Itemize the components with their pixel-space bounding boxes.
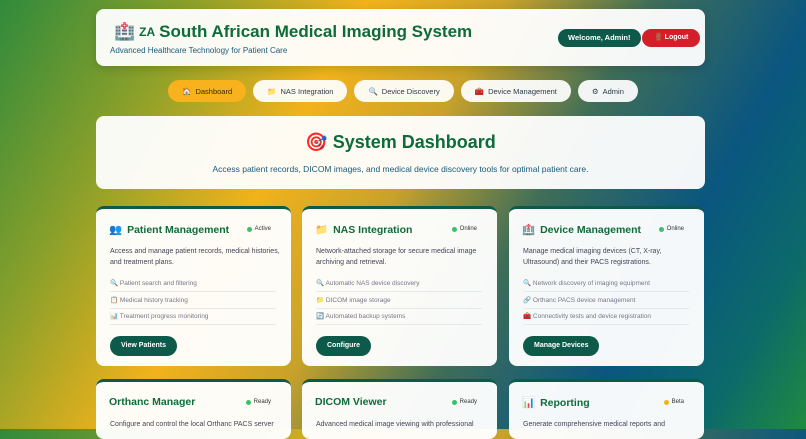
za-flag: ZA bbox=[139, 25, 156, 39]
feature-icon: 🔗 bbox=[523, 296, 532, 304]
tab-nas-integration[interactable]: 📁NAS Integration bbox=[253, 80, 348, 102]
feature-item: 🔍 Patient search and filtering bbox=[110, 276, 276, 292]
feature-icon: 🔍 bbox=[110, 280, 119, 287]
status-dot bbox=[245, 399, 251, 405]
tab-icon: 🏠 bbox=[182, 86, 192, 96]
tab-device-management[interactable]: 🧰Device Management bbox=[460, 80, 571, 102]
tab-icon: 📁 bbox=[267, 86, 277, 96]
status-badge: Online bbox=[451, 226, 477, 232]
main-nav: 🏠Dashboard 📁NAS Integration 🔍Device Discov… bbox=[0, 80, 806, 102]
card-description: Access and manage patient records, medic… bbox=[110, 248, 280, 266]
card-title: 👥Patient Management bbox=[109, 223, 230, 237]
card-icon: 📊 bbox=[522, 397, 536, 409]
card-icon: 🏥 bbox=[522, 224, 536, 236]
status-badge: Ready bbox=[451, 399, 477, 405]
card-device-management: 🏥Device Management Online Manage medical… bbox=[509, 206, 704, 366]
status-badge: Online bbox=[658, 226, 684, 232]
feature-icon: 🧰 bbox=[523, 313, 532, 320]
status-dot bbox=[663, 399, 669, 405]
target-icon: 🎯 bbox=[305, 132, 328, 152]
feature-item: 📊 Treatment progress monitoring bbox=[110, 309, 276, 325]
card-title: 🏥Device Management bbox=[522, 223, 642, 237]
app-header: 🏥 ZA South African Medical Imaging Syste… bbox=[96, 9, 705, 66]
feature-item: 🔍 Network discovery of imaging equipment bbox=[523, 276, 689, 292]
app-subtitle: Advanced Healthcare Technology for Patie… bbox=[110, 46, 288, 55]
status-dot bbox=[658, 226, 664, 232]
card-description: Network-attached storage for secure medi… bbox=[316, 248, 477, 266]
hospital-icon: 🏥 bbox=[114, 22, 136, 41]
status-dot bbox=[451, 399, 457, 405]
feature-item: 🧰 Connectivity tests and device registra… bbox=[523, 309, 689, 325]
feature-icon: 📁 bbox=[316, 296, 325, 304]
dashboard-hero: 🎯 System Dashboard Access patient record… bbox=[96, 116, 705, 189]
tab-admin[interactable]: ⚙Admin bbox=[577, 80, 638, 102]
feature-item: 🔄 Automated backup systems bbox=[316, 309, 482, 325]
status-badge: Active bbox=[246, 226, 271, 232]
feature-icon: 🔄 bbox=[316, 313, 325, 320]
feature-item: 📁 DICOM image storage bbox=[316, 293, 482, 309]
card-description: Manage medical imaging devices (CT, X-ra… bbox=[523, 248, 662, 266]
feature-item: 🔗 Orthanc PACS device management bbox=[523, 293, 689, 309]
status-badge: Beta bbox=[663, 399, 684, 405]
card-description: Advanced medical image viewing with prof… bbox=[316, 421, 474, 428]
logout-button[interactable]: 🚪 Logout bbox=[642, 29, 701, 47]
card-description: Configure and control the local Orthanc … bbox=[110, 421, 274, 428]
card-reporting: 📊Reporting Beta Generate comprehensive m… bbox=[509, 379, 704, 439]
status-dot bbox=[246, 226, 252, 232]
card-title: DICOM Viewer bbox=[315, 396, 387, 408]
feature-icon: 📋 bbox=[110, 296, 119, 304]
card-title: 📊Reporting bbox=[522, 396, 590, 410]
feature-icon: 🔍 bbox=[523, 280, 532, 287]
feature-icon: 📊 bbox=[110, 313, 119, 320]
status-badge: Ready bbox=[245, 399, 271, 405]
card-nas-integration: 📁NAS Integration Online Network-attached… bbox=[302, 206, 497, 366]
door-icon: 🚪 bbox=[654, 34, 663, 41]
tab-icon: 🧰 bbox=[474, 86, 485, 96]
hero-text: Access patient records, DICOM images, an… bbox=[212, 164, 589, 174]
tab-device-discovery[interactable]: 🔍Device Discovery bbox=[354, 80, 454, 102]
card-icon: 👥 bbox=[109, 224, 123, 236]
page-title: 🎯 System Dashboard bbox=[305, 132, 496, 152]
status-dot bbox=[451, 226, 457, 232]
welcome-badge: Welcome, Admin! bbox=[558, 29, 641, 47]
feature-item: 🔍 Automatic NAS device discovery bbox=[316, 276, 482, 292]
card-icon: 📁 bbox=[315, 224, 329, 236]
card-description: Generate comprehensive medical reports a… bbox=[523, 421, 666, 428]
card-orthanc-manager: Orthanc Manager Ready Configure and cont… bbox=[96, 379, 291, 439]
tab-icon: 🔍 bbox=[368, 86, 378, 96]
card-title: 📁NAS Integration bbox=[315, 223, 413, 237]
app-title: 🏥 ZA South African Medical Imaging Syste… bbox=[114, 22, 473, 41]
card-action-button[interactable]: Manage Devices bbox=[523, 336, 600, 356]
card-patient-management: 👥Patient Management Active Access and ma… bbox=[96, 206, 291, 366]
feature-item: 📋 Medical history tracking bbox=[110, 293, 276, 309]
card-title: Orthanc Manager bbox=[109, 396, 196, 408]
card-dicom-viewer: DICOM Viewer Ready Advanced medical imag… bbox=[302, 379, 497, 439]
tab-dashboard[interactable]: 🏠Dashboard bbox=[168, 80, 247, 102]
tab-icon: ⚙ bbox=[591, 86, 599, 96]
card-action-button[interactable]: View Patients bbox=[110, 336, 178, 356]
card-action-button[interactable]: Configure bbox=[316, 336, 372, 356]
feature-icon: 🔍 bbox=[316, 280, 325, 287]
